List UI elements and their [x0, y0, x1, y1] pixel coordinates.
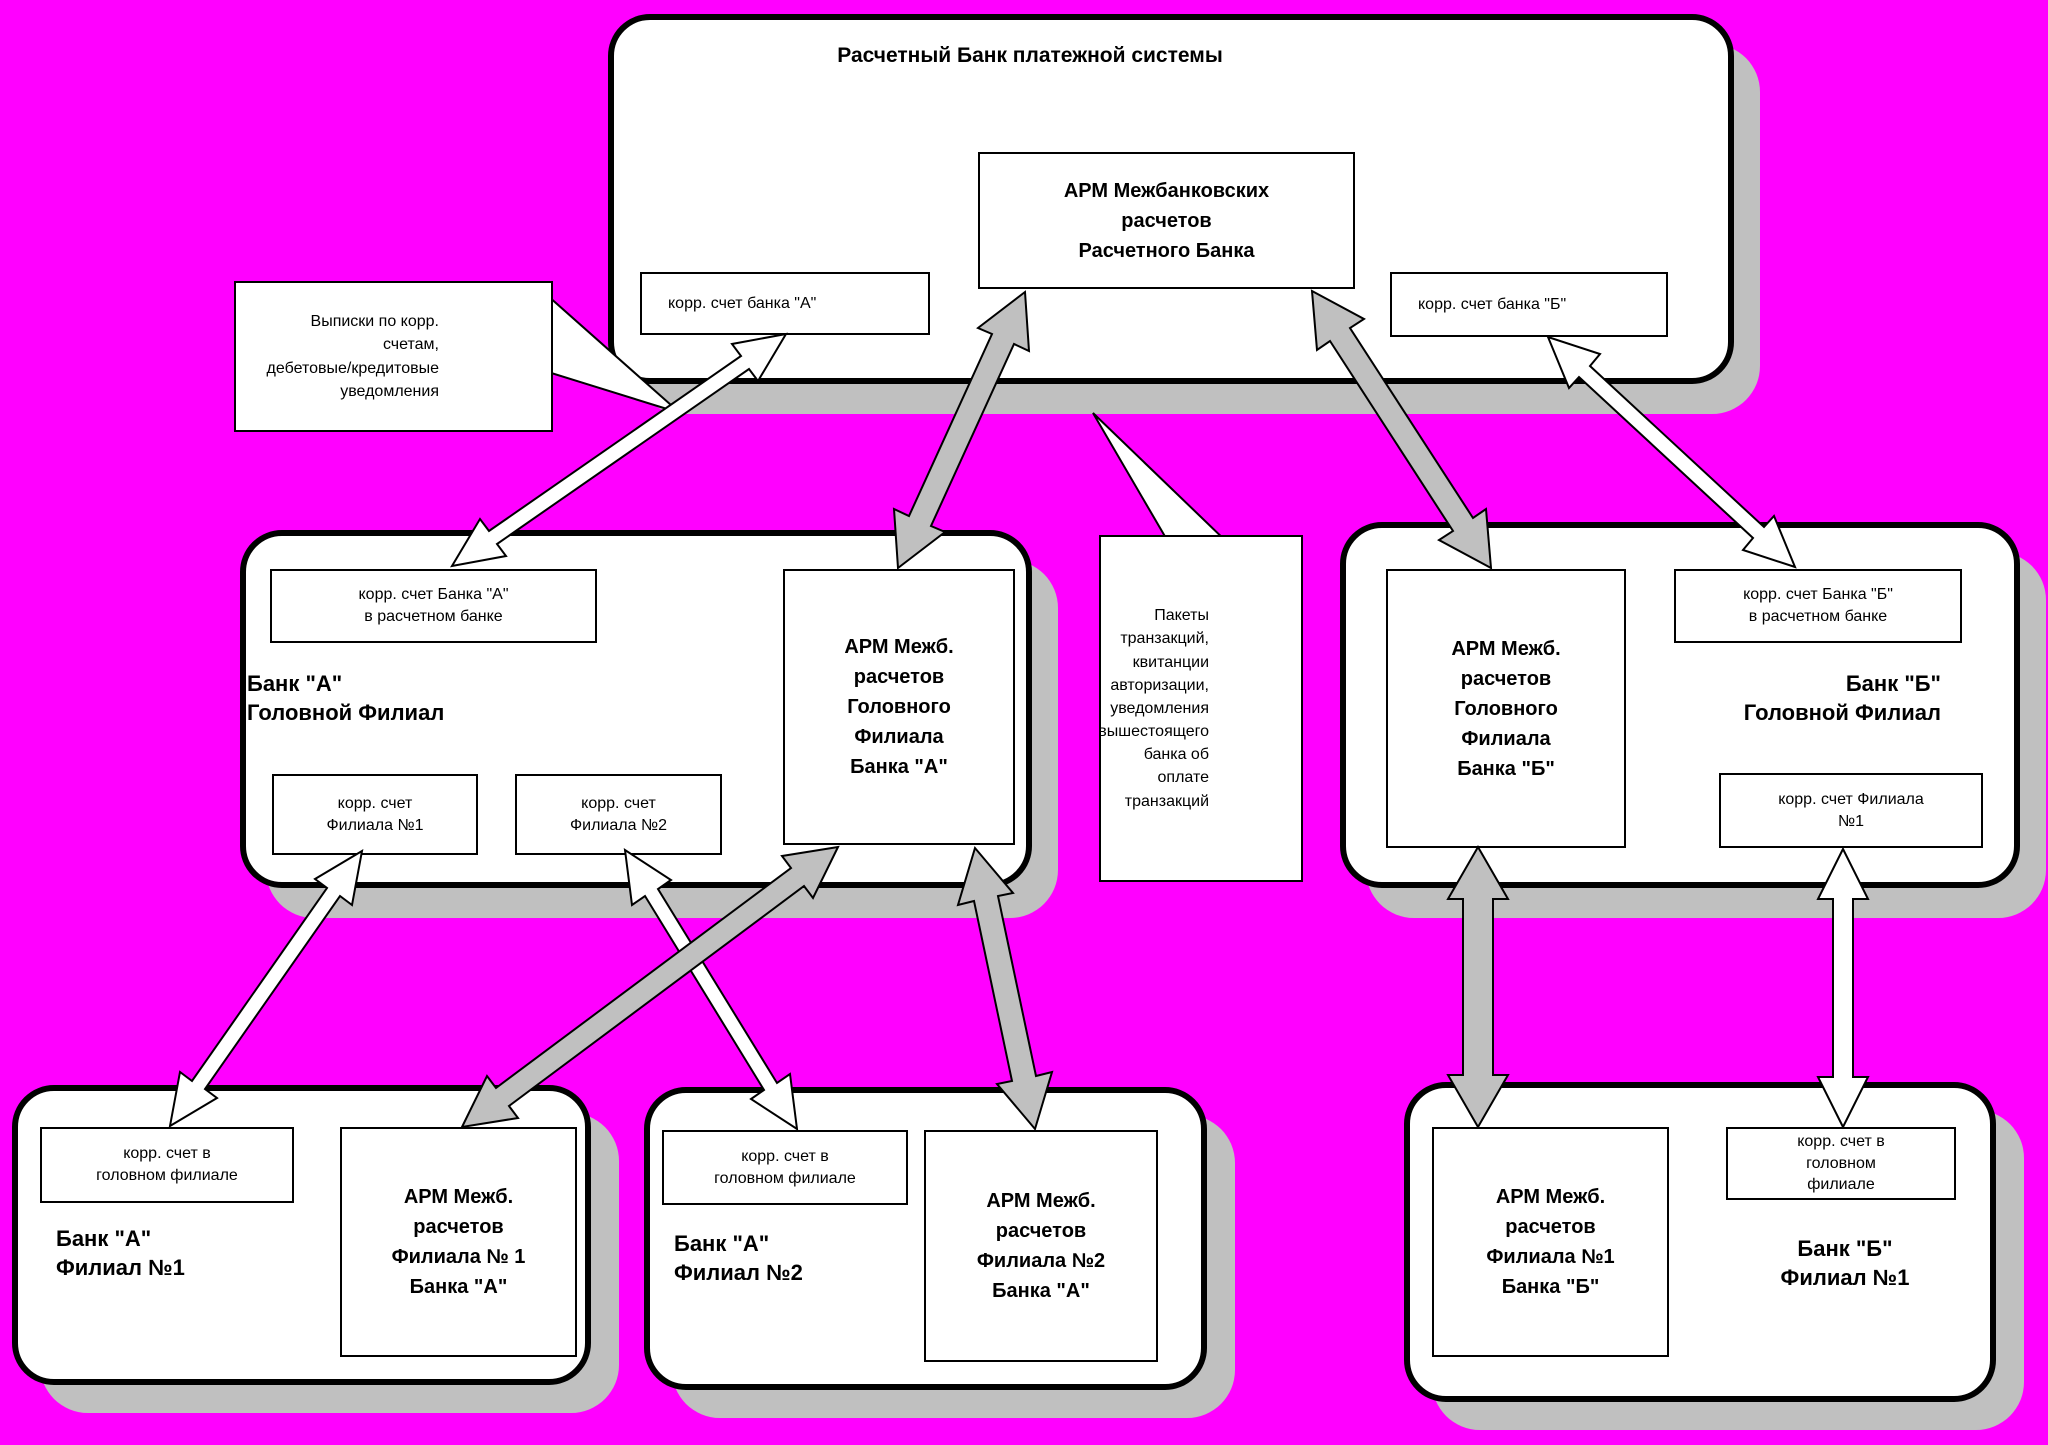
- bank-a-branch1-arm-box: АРМ Межб. расчетов Филиала № 1 Банка "А": [340, 1127, 577, 1357]
- bank-a-head-name: Банк "А" Головной Филиал: [247, 671, 445, 725]
- bank-b-corr-branch1-box: корр. счет Филиала №1: [1719, 773, 1983, 848]
- bank-a-branch2-name: Банк "А" Филиал №2: [674, 1231, 803, 1285]
- settlement-arm-box: АРМ Межбанковских расчетов Расчетного Ба…: [978, 152, 1355, 289]
- bank-a-corr-branch2-box: корр. счет Филиала №2: [515, 774, 722, 855]
- bank-a-branch1-corr-box: корр. счет в головном филиале: [40, 1127, 294, 1203]
- settlement-bank-title: Расчетный Банк платежной системы: [837, 44, 1223, 67]
- bank-b-head-name: Банк "Б" Головной Филиал: [1743, 671, 1941, 725]
- bank-a-corr-branch1-box: корр. счет Филиала №1: [272, 774, 478, 855]
- bank-b-branch1-arm-box: АРМ Межб. расчетов Филиала №1 Банка "Б": [1432, 1127, 1669, 1357]
- bank-b-head-arm-box: АРМ Межб. расчетов Головного Филиала Бан…: [1386, 569, 1626, 848]
- bank-b-branch1-corr-box: корр. счет в головном филиале: [1726, 1127, 1956, 1200]
- bank-b-branch1-name: Банк "Б" Филиал №1: [1780, 1236, 1910, 1290]
- bank-a-head-arm-box: АРМ Межб. расчетов Головного Филиала Бан…: [783, 569, 1015, 845]
- settlement-corr-b-box: корр. счет банка "Б": [1390, 272, 1668, 337]
- callout-packets-pointer: [1092, 412, 1233, 546]
- bank-a-branch2-arm-box: АРМ Межб. расчетов Филиала №2 Банка "А": [924, 1130, 1158, 1362]
- callout-statements: Выписки по корр. счетам, дебетовые/креди…: [234, 281, 553, 432]
- bank-a-branch2-corr-box: корр. счет в головном филиале: [662, 1130, 908, 1205]
- bank-a-corr-settlement-box: корр. счет Банка "А" в расчетном банке: [270, 569, 597, 643]
- bank-b-corr-settlement-box: корр. счет Банка "Б" в расчетном банке: [1674, 569, 1962, 643]
- callout-packets: Пакеты транзакций, квитанции авторизации…: [1098, 535, 1303, 882]
- bank-a-branch1-name: Банк "А" Филиал №1: [56, 1226, 185, 1280]
- settlement-corr-a-box: корр. счет банка "А": [640, 272, 930, 335]
